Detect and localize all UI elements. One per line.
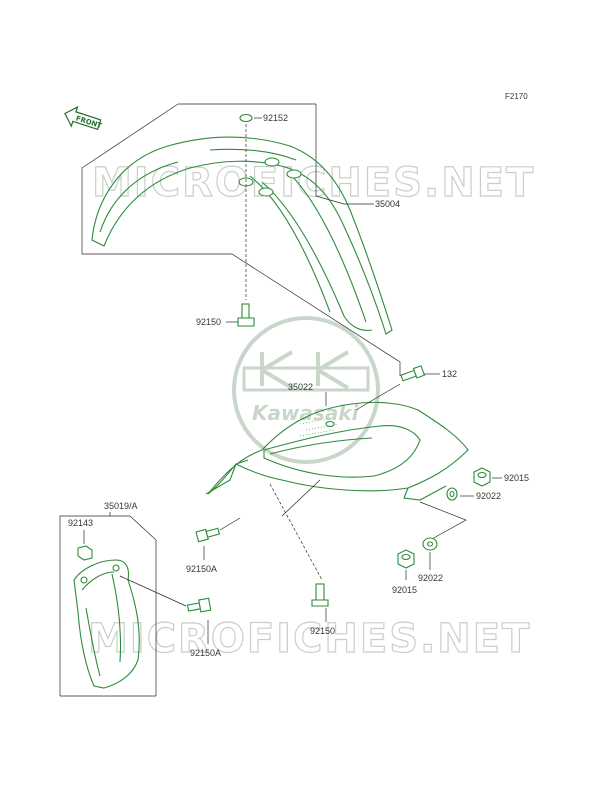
bolt-92150-bottom	[311, 583, 329, 607]
label-92022-b: 92022	[418, 573, 443, 583]
label-92015-b: 92015	[392, 585, 417, 595]
nut-92015-b	[397, 549, 415, 569]
kawasaki-logo: Kawasaki	[232, 316, 380, 464]
washer-92152	[239, 113, 262, 300]
label-92152: 92152	[263, 113, 288, 123]
diagram-code: F2170	[505, 92, 528, 101]
front-fender-35004	[81, 103, 401, 376]
label-92150-top: 92150	[196, 317, 221, 327]
front-arrow-icon: FRONT	[64, 105, 103, 130]
label-92150-bottom: 92150	[310, 626, 335, 636]
label-92150a-low: 92150A	[190, 648, 221, 658]
side-guard-35019a	[59, 515, 157, 697]
bolt-92150-top	[237, 303, 255, 327]
watermark-bottom: MICROFICHES.NET	[88, 616, 531, 662]
label-35022: 35022	[288, 382, 313, 392]
label-92022-a: 92022	[476, 491, 501, 501]
label-92150a-mid: 92150A	[186, 564, 217, 574]
nut-92015-a	[473, 467, 491, 487]
bolt-92150a-low	[186, 597, 212, 613]
label-132: 132	[442, 369, 457, 379]
label-35004: 35004	[375, 199, 400, 209]
washer-92022-b	[422, 537, 438, 551]
label-92015-a: 92015	[504, 473, 529, 483]
watermark-top: MICROFICHES.NET	[92, 160, 535, 206]
collar-92143	[77, 545, 93, 561]
bolt-132	[400, 365, 426, 382]
label-35019a: 35019/A	[104, 501, 138, 511]
bolt-92150a-mid	[195, 527, 220, 543]
logo-text: Kawasaki	[252, 401, 360, 425]
washer-92022-a	[446, 487, 458, 501]
label-92143: 92143	[68, 518, 93, 528]
rear-flap-35022	[205, 392, 469, 501]
